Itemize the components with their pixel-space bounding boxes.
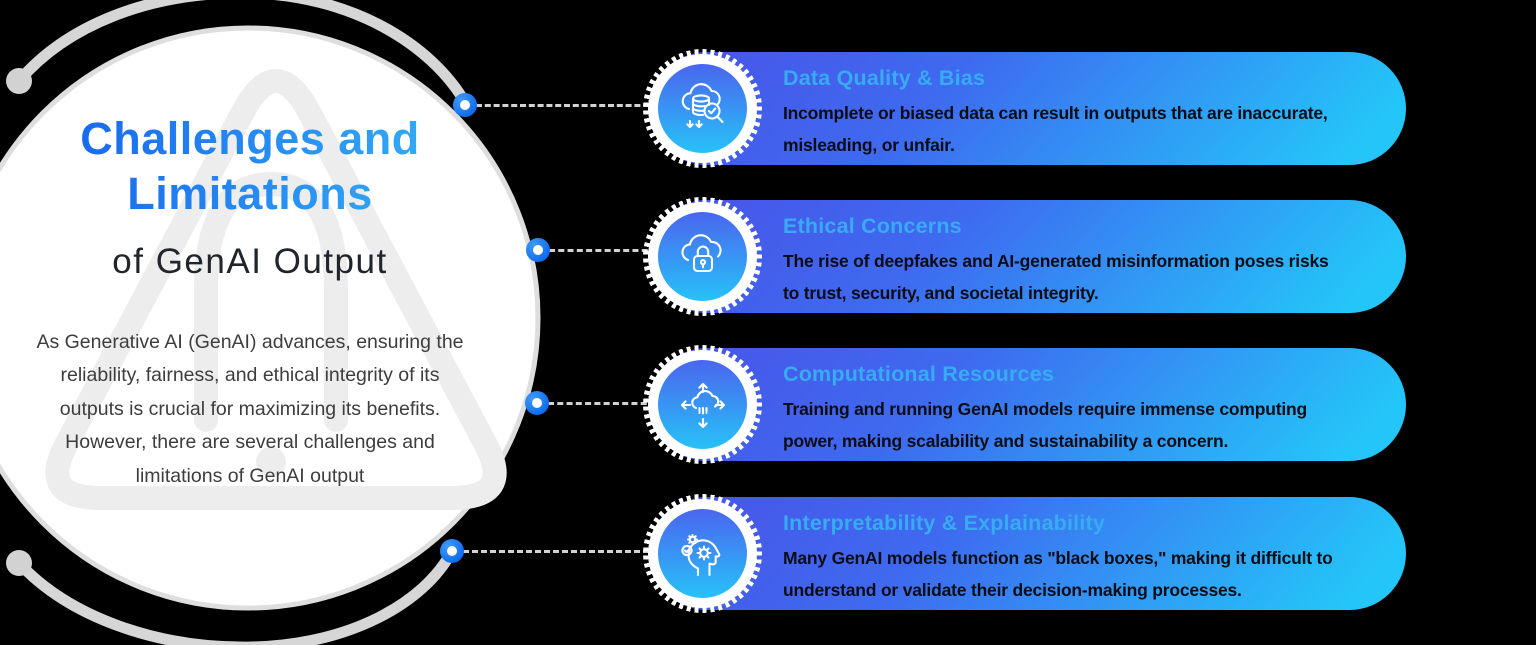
- cloud-database-search-icon: [681, 82, 724, 128]
- page-subtitle: of GenAI Output: [112, 241, 388, 281]
- connector-line-2: [549, 249, 657, 252]
- card-icon-badge: [643, 197, 762, 316]
- card-title: Ethical Concerns: [783, 214, 962, 238]
- connector-dot-4: [440, 539, 464, 563]
- connector-line-4: [463, 550, 658, 553]
- card-description: Many GenAI models function as "black box…: [783, 548, 1333, 600]
- page-title-line2: Limitations: [127, 167, 373, 219]
- card-description: Incomplete or biased data can result in …: [783, 103, 1328, 155]
- card-description: The rise of deepfakes and AI-generated m…: [783, 251, 1329, 303]
- arc-end-dot: [6, 550, 32, 576]
- card-description: Training and running GenAI models requir…: [783, 399, 1307, 451]
- card-data-quality-bias: Data Quality & Bias Incomplete or biased…: [643, 49, 1406, 168]
- page-title: Challenges and Limitations: [18, 112, 482, 222]
- card-title: Computational Resources: [783, 362, 1055, 386]
- card-ethical-concerns: Ethical Concerns The rise of deepfakes a…: [643, 197, 1406, 316]
- cloud-padlock-icon: [680, 233, 722, 272]
- card-icon-badge: [643, 494, 762, 613]
- card-title: Data Quality & Bias: [783, 66, 986, 90]
- card-interpretability-explainability: Interpretability & Explainability Many G…: [643, 494, 1406, 613]
- card-computational-resources: Computational Resources Training and run…: [643, 345, 1406, 464]
- intro-description: As Generative AI (GenAI) advances, ensur…: [36, 330, 464, 487]
- top-arc-decoration: [13, 0, 472, 110]
- cloud-expansion-arrows-icon: [680, 382, 725, 428]
- intro-panel: Challenges and Limitations of GenAI Outp…: [18, 112, 482, 493]
- connector-line-1: [476, 104, 658, 107]
- head-gears-icon: [680, 533, 720, 576]
- badge-disc: [658, 360, 747, 449]
- card-title: Interpretability & Explainability: [783, 511, 1106, 535]
- intro-circle: [0, 25, 541, 611]
- card-icon-badge: [643, 49, 762, 168]
- triangle-logo-watermark-icon: [45, 69, 507, 510]
- badge-disc: [658, 64, 747, 153]
- badge-disc: [658, 212, 747, 301]
- card-icon-badge: [643, 345, 762, 464]
- arc-end-dot: [6, 68, 32, 94]
- connector-dot-2: [526, 238, 550, 262]
- bottom-arc-decoration: [13, 545, 458, 645]
- badge-disc: [658, 509, 747, 598]
- connector-dot-3: [525, 391, 549, 415]
- connector-dot-1: [453, 93, 477, 117]
- connector-line-3: [548, 402, 656, 405]
- left-circle-decoration: [0, 0, 541, 645]
- page-title-line1: Challenges and: [80, 113, 420, 164]
